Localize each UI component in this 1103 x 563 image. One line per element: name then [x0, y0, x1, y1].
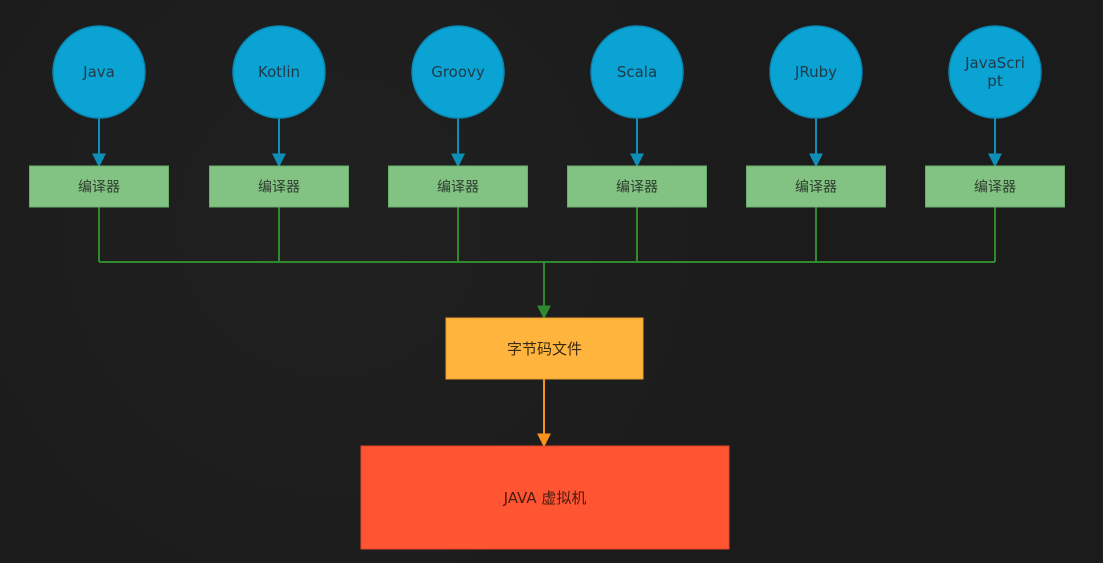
bytecode-file-box [445, 317, 644, 380]
jvm-node: JAVA 虚拟机 [360, 445, 730, 550]
language-circle [411, 25, 505, 119]
language-label: Groovy [431, 63, 485, 81]
language-node: Java [52, 25, 146, 119]
compiler-node: 编译器 [567, 165, 707, 208]
compiler-box [746, 165, 886, 208]
language-circle [590, 25, 684, 119]
language-label: pt [987, 72, 1003, 90]
language-label: Kotlin [258, 63, 300, 81]
compiler-label: 编译器 [616, 180, 658, 196]
language-circle [232, 25, 326, 119]
connector-lines [92, 118, 1002, 320]
language-label: Scala [617, 63, 657, 81]
language-node: Scala [590, 25, 684, 119]
compiler-node: 编译器 [209, 165, 349, 208]
compiler-box [567, 165, 707, 208]
bytecode-file-label: 字节码文件 [507, 340, 582, 358]
compiler-label: 编译器 [258, 180, 300, 196]
compiler-box [209, 165, 349, 208]
jvm-label: JAVA 虚拟机 [503, 489, 587, 507]
language-circle [52, 25, 146, 119]
compiler-label: 编译器 [795, 180, 837, 196]
compiler-label: 编译器 [437, 180, 479, 196]
compiler-node: 编译器 [29, 165, 169, 208]
compiler-node: 编译器 [388, 165, 528, 208]
compiler-boxes: 编译器 编译器 编译器 编译器 编译器 编译器 [29, 165, 1065, 208]
language-label: Java [82, 63, 115, 81]
language-circle [948, 25, 1042, 119]
language-label: JavaScri [964, 54, 1025, 72]
compiler-box [388, 165, 528, 208]
language-label: JRuby [794, 63, 837, 81]
compiler-box [925, 165, 1065, 208]
jvm-box [360, 445, 730, 550]
language-node: Kotlin [232, 25, 326, 119]
compiler-node: 编译器 [925, 165, 1065, 208]
language-node: Groovy [411, 25, 505, 119]
compiler-box [29, 165, 169, 208]
compiler-label: 编译器 [974, 180, 1016, 196]
compiler-label: 编译器 [78, 180, 120, 196]
language-circle [769, 25, 863, 119]
bytecode-file-node: 字节码文件 [445, 317, 644, 380]
compiler-node: 编译器 [746, 165, 886, 208]
language-node: JRuby [769, 25, 863, 119]
